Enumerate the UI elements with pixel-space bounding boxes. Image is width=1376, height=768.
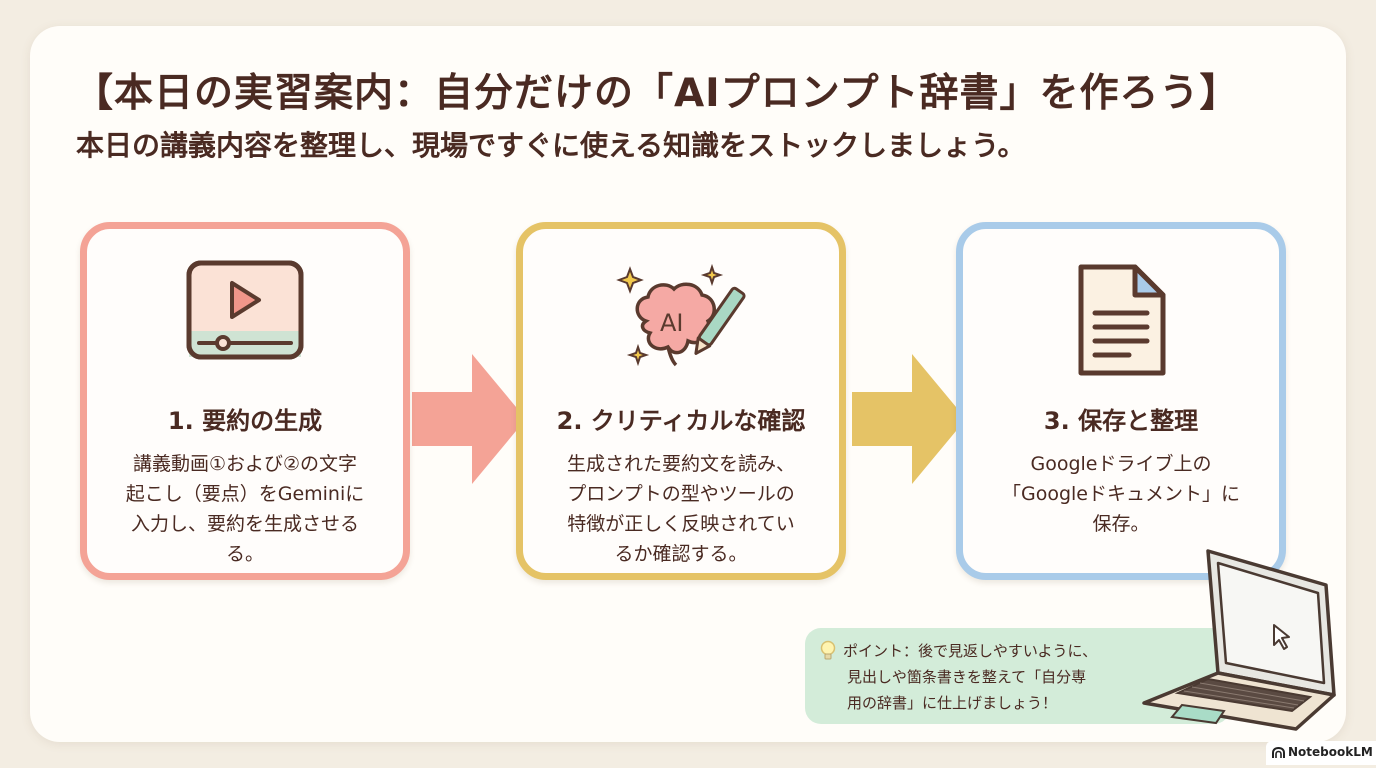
notebooklm-logo-icon: [1272, 747, 1285, 758]
tip-text: ポイント：後で見返しやすいように、 見出しや箇条書きを整えて「自分専 用の辞書」…: [843, 642, 1098, 712]
laptop-icon: [1142, 549, 1336, 731]
page-title: 【本日の実習案内：自分だけの「AIプロンプト辞書」を作ろう】: [74, 71, 1240, 116]
video-player-icon: [186, 260, 304, 360]
notebooklm-badge: NotebookLM: [1266, 741, 1376, 765]
step-title: 3. 保存と整理: [1043, 407, 1199, 435]
ai-brain-pen-icon: AI: [616, 263, 746, 367]
document-icon: [1078, 264, 1166, 376]
step-card-save: 3. 保存と整理 Googleドライブ上の 「Googleドキュメント」に 保存…: [956, 222, 1286, 580]
step-card-review: AI 2. クリティカルな確認 生成された要約文を読み、 プロンプトの型やツール…: [516, 222, 846, 580]
step-description: 講義動画①および②の文字 起こし（要点）をGeminiに 入力し、要約を生成させ…: [125, 453, 365, 565]
tip-box: ポイント：後で見返しやすいように、 見出しや箇条書きを整えて「自分専 用の辞書」…: [805, 628, 1230, 724]
arrow-right-icon: [852, 354, 966, 484]
lightbulb-icon: [820, 640, 836, 660]
step-title: 2. クリティカルな確認: [556, 407, 806, 435]
step-description: Googleドライブ上の 「Googleドキュメント」に 保存。: [1001, 453, 1240, 535]
ai-label: AI: [660, 309, 684, 337]
step-description: 生成された要約文を読み、 プロンプトの型やツールの 特徴が正しく反映されてい る…: [566, 453, 795, 565]
page-subtitle: 本日の講義内容を整理し、現場ですぐに使える知識をストックしましょう。: [76, 129, 1026, 162]
notebooklm-label: NotebookLM: [1288, 745, 1373, 759]
step-title: 1. 要約の生成: [167, 407, 323, 435]
arrow-right-icon: [412, 354, 526, 484]
step-card-summary: 1. 要約の生成 講義動画①および②の文字 起こし（要点）をGeminiに 入力…: [80, 222, 410, 580]
